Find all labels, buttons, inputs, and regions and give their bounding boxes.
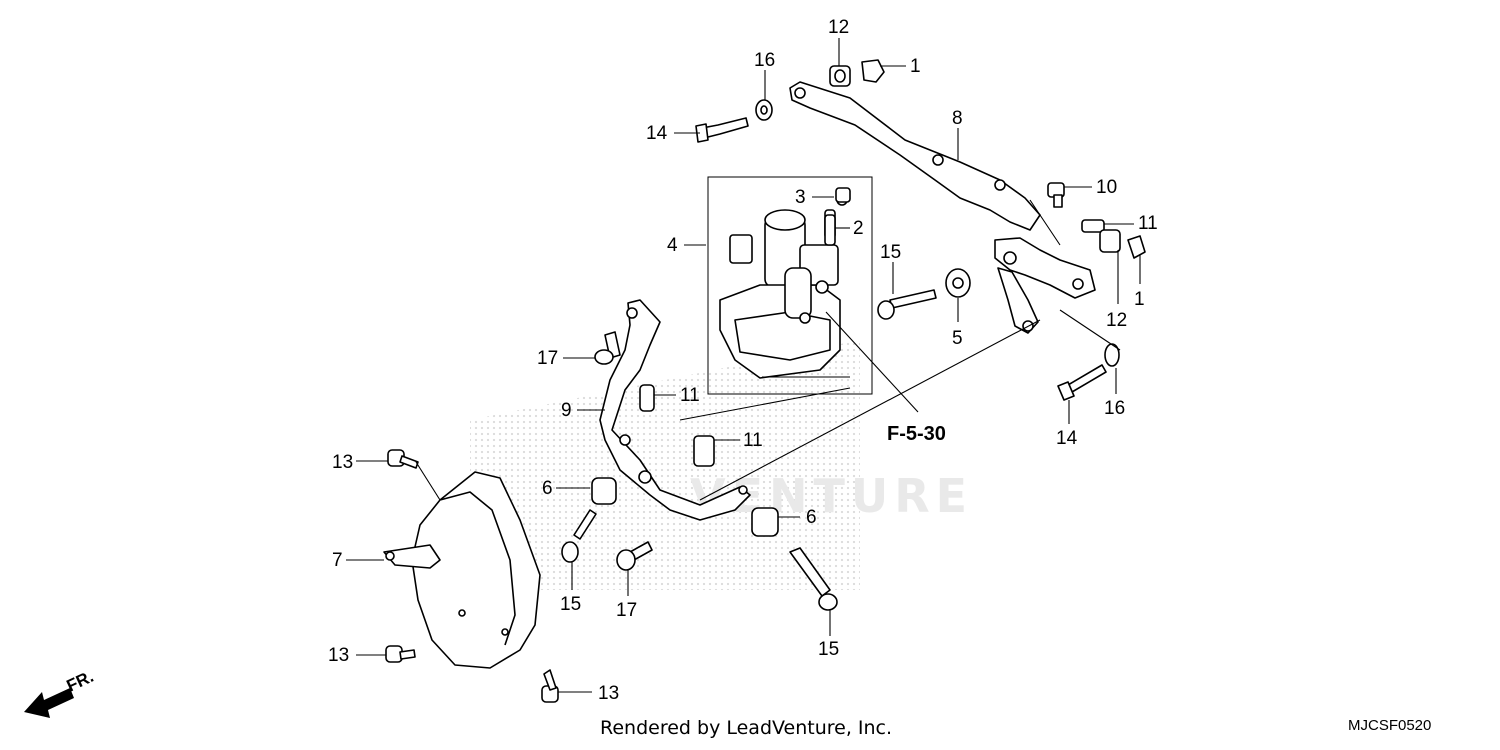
- diagram-code: MJCSF0520: [1348, 717, 1432, 734]
- callout-11b: 11: [680, 385, 700, 406]
- fitting-2: [824, 214, 836, 246]
- callout-15b: 15: [560, 594, 581, 615]
- bushing-12-upper: [829, 65, 851, 87]
- bolt-15-right: [789, 547, 838, 611]
- callout-12b: 12: [1106, 310, 1127, 331]
- bolt-17-lower: [616, 541, 653, 571]
- callout-9: 9: [561, 400, 572, 421]
- callout-7: 7: [332, 550, 343, 571]
- bolt-14-upper: [695, 117, 749, 143]
- grommet-5: [945, 268, 971, 298]
- credit-text: Rendered by LeadVenture, Inc.: [600, 717, 893, 739]
- cover-7: [383, 471, 541, 669]
- bolt-10: [1047, 182, 1065, 208]
- modulator-unit-4: [707, 176, 873, 395]
- callout-17a: 17: [537, 348, 558, 369]
- callout-5: 5: [952, 328, 963, 349]
- callout-3: 3: [795, 187, 806, 208]
- callout-14b: 14: [1056, 428, 1078, 449]
- callout-6a: 6: [542, 478, 553, 499]
- callout-4: 4: [667, 235, 678, 256]
- bolt-13-bottom-left: [385, 645, 416, 663]
- collar-11-right: [1081, 219, 1105, 233]
- collar-11-left-lower: [693, 435, 715, 467]
- collar-11-left-upper: [639, 384, 655, 412]
- callouts: 12 1 16 14 8 10 11 1 12 15 5 3 2 4 17 11…: [328, 17, 1158, 704]
- leader-lines: [346, 38, 1141, 693]
- callout-8: 8: [952, 108, 963, 129]
- bolt-15-left: [561, 509, 597, 563]
- collar-1-upper: [861, 59, 885, 83]
- watermark: VENTURE: [470, 340, 967, 590]
- bracket-arm-8: [789, 81, 1096, 334]
- callout-12a: 12: [828, 17, 849, 38]
- bolt-17-upper: [594, 331, 621, 365]
- callout-13b: 13: [328, 645, 349, 666]
- callout-16b: 16: [1104, 398, 1125, 419]
- bushing-12-right: [1099, 229, 1121, 253]
- callout-11c: 11: [743, 430, 763, 451]
- bolt-15-middle: [877, 289, 937, 320]
- front-direction-arrow: FR.: [24, 667, 97, 718]
- callout-1a: 1: [910, 56, 921, 77]
- grommet-6-right: [751, 507, 779, 537]
- washer-16-upper: [755, 99, 773, 121]
- callout-2: 2: [853, 218, 864, 239]
- callout-1b: 1: [1134, 289, 1145, 310]
- bolt-14-lower: [1057, 364, 1107, 401]
- callout-13c: 13: [598, 683, 619, 704]
- callout-10: 10: [1096, 177, 1117, 198]
- reference-label: F-5-30: [887, 423, 946, 445]
- callout-14a: 14: [646, 123, 668, 144]
- bolt-13-top: [387, 449, 419, 469]
- plug-3: [835, 187, 851, 203]
- bolt-13-bottom-right: [541, 669, 559, 703]
- callout-15a: 15: [880, 242, 901, 263]
- washer-16-lower: [1104, 343, 1120, 367]
- callout-13a: 13: [332, 452, 353, 473]
- callout-17b: 17: [616, 600, 637, 621]
- callout-11a: 11: [1138, 213, 1158, 234]
- collar-1-right: [1127, 235, 1146, 259]
- callout-15c: 15: [818, 639, 839, 660]
- callout-6b: 6: [806, 507, 817, 528]
- bracket-9: [599, 299, 751, 521]
- grommet-6-left: [591, 477, 617, 505]
- callout-16a: 16: [754, 50, 775, 71]
